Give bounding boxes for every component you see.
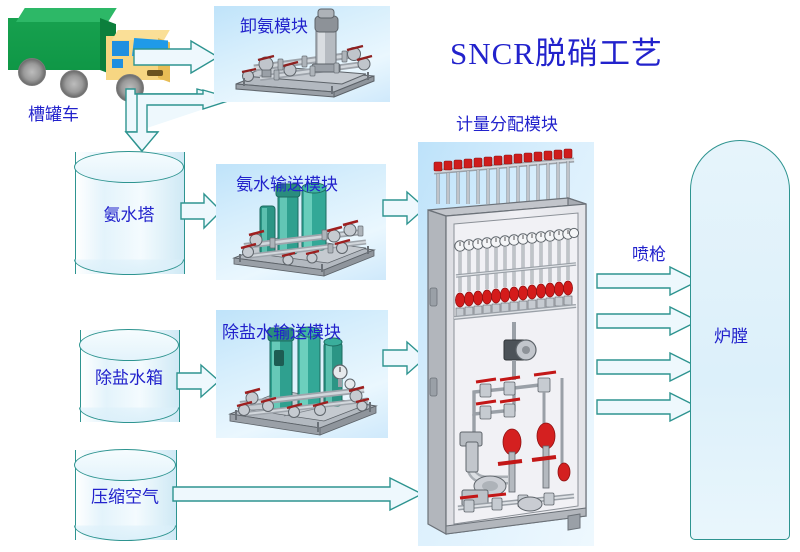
tank-top-ellipse	[74, 449, 176, 481]
tank-ammonia-tower[interactable]: 氨水塔	[74, 151, 185, 275]
module-panel-unloading[interactable]	[214, 6, 390, 102]
tank-label-ammonia-tower: 氨水塔	[103, 205, 155, 225]
arrow-demin-tank-to-transfer	[176, 363, 221, 399]
tank-demin-water[interactable]: 除盐水箱	[79, 329, 180, 423]
metering-distribution-cabinet-icon[interactable]	[418, 142, 594, 546]
page-title: SNCR脱硝工艺	[450, 36, 663, 71]
arrow-compressed-air-to-cabinet	[172, 475, 424, 513]
ammonia-unloading-skid-icon	[235, 8, 375, 98]
demin-water-pump-skid-icon	[228, 326, 378, 436]
label-lance: 喷枪	[632, 245, 666, 264]
tank-label-compressed-air: 压缩空气	[91, 487, 159, 507]
arrow-demin-transfer-to-cabinet	[382, 340, 427, 376]
truck-wheel-rear	[18, 58, 46, 86]
module-label-ammonia-transfer: 氨水输送模块	[236, 175, 338, 194]
arrow-unloading-to-ammonia-tower	[124, 88, 237, 154]
tank-top-ellipse	[74, 151, 184, 183]
arrow-lance-3	[596, 351, 700, 383]
truck-wheel-mid	[60, 70, 88, 98]
tank-label-demin-water: 除盐水箱	[95, 368, 163, 388]
arrow-lance-2	[596, 305, 700, 337]
ammonia-transfer-pump-skid-icon	[232, 182, 376, 277]
module-label-demin-transfer: 除盐水输送模块	[222, 323, 341, 342]
arrow-ammonia-transfer-to-cabinet	[382, 190, 427, 226]
truck-bumper	[147, 70, 163, 76]
module-panel-ammonia-transfer[interactable]	[216, 164, 386, 280]
label-metering-distribution: 计量分配模块	[456, 115, 558, 134]
tank-compressed-air[interactable]: 压缩空气	[74, 449, 177, 541]
truck-lower-window	[112, 59, 123, 68]
arrow-lance-4	[596, 391, 700, 423]
arrow-truck-to-unloading	[133, 39, 220, 75]
tanker-truck-icon	[8, 8, 178, 104]
label-furnace: 炉膛	[714, 327, 748, 346]
furnace-chamber[interactable]	[690, 140, 790, 540]
label-tanker-truck: 槽罐车	[28, 105, 79, 124]
module-panel-demin-transfer[interactable]	[216, 310, 388, 438]
arrow-lance-1	[596, 265, 700, 297]
module-label-unloading: 卸氨模块	[240, 17, 308, 36]
arrow-ammonia-tower-to-transfer	[180, 192, 222, 230]
truck-front-window	[112, 41, 129, 56]
tank-top-ellipse	[79, 329, 179, 361]
